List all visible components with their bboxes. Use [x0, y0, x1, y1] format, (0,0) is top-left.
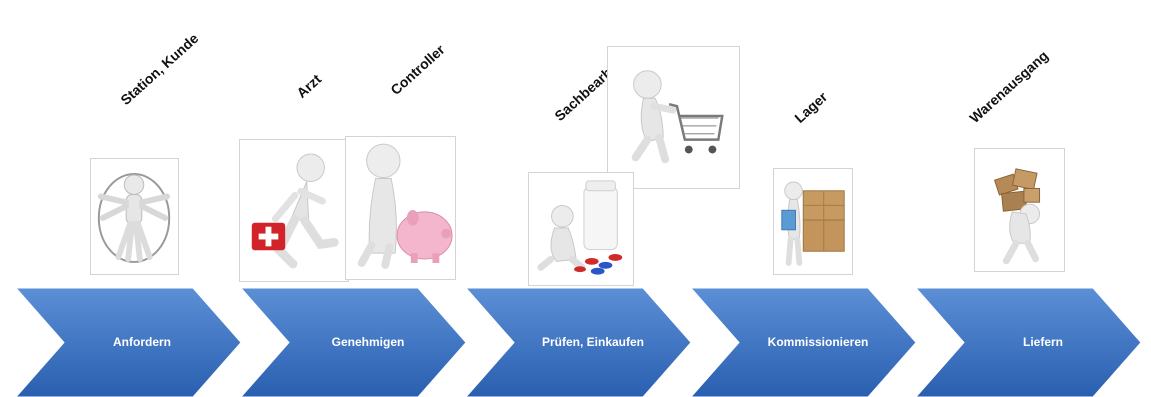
- vitruvian-figure-icon: [97, 173, 171, 263]
- card-lager: [773, 168, 853, 275]
- card-warenausgang: [974, 148, 1065, 272]
- pills-bottle-icon: [537, 180, 623, 275]
- card-arzt: [239, 139, 349, 282]
- chevron-step-2: [239, 287, 467, 397]
- step-label-pruefen-einkaufen: Prüfen, Einkaufen: [541, 335, 645, 349]
- card-sachbearbeiter-cart: [607, 46, 740, 189]
- shopping-cart-runner-icon: [631, 70, 724, 164]
- card-station: [90, 158, 179, 275]
- boxes-clipboard-icon: [781, 181, 845, 266]
- card-controller: [345, 136, 456, 280]
- step-label-kommissionieren: Kommissionieren: [767, 335, 869, 349]
- piggy-bank-icon: [357, 143, 453, 269]
- first-aid-runner-icon: [251, 153, 339, 269]
- step-label-anfordern: Anfordern: [113, 335, 171, 349]
- chevron-step-1: [14, 287, 242, 397]
- chevron-step-4: [689, 287, 917, 397]
- chevron-step-3: [464, 287, 692, 397]
- card-sachbearbeiter-pills: [528, 172, 634, 286]
- step-label-liefern: Liefern: [1022, 335, 1064, 349]
- carrying-boxes-icon: [993, 168, 1041, 265]
- step-label-genehmigen: Genehmigen: [331, 335, 405, 349]
- chevron-step-5: [914, 287, 1142, 397]
